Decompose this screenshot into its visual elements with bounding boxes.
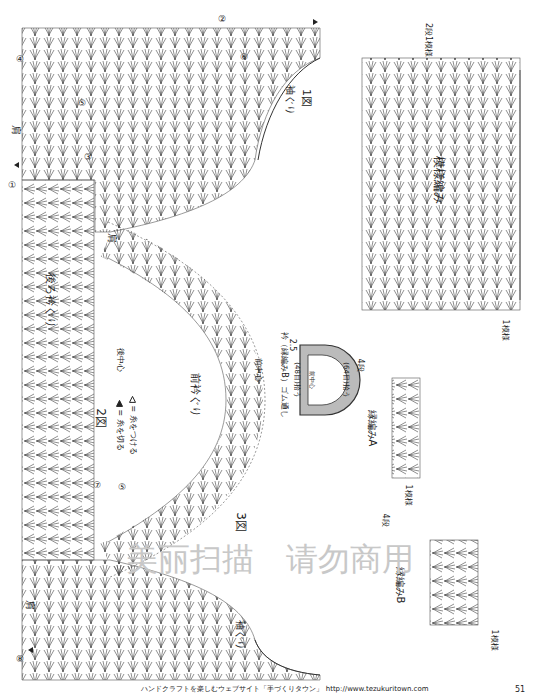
chart-label: 2図 bbox=[93, 408, 106, 428]
legend-text: = 糸をつける bbox=[128, 405, 139, 454]
chart-label: 1図 bbox=[300, 89, 312, 107]
chart-label: 袖ぐり bbox=[285, 85, 296, 115]
chart-label: 1模様 bbox=[490, 629, 499, 650]
chart-label: 2段1模様 bbox=[424, 23, 433, 57]
chart-label: 肩 bbox=[11, 125, 22, 135]
chart-label: 前衿ぐり bbox=[189, 373, 201, 417]
chart-label: 1模様 bbox=[404, 484, 413, 505]
chart-label: 縁編みA bbox=[367, 410, 378, 447]
chart-label: 3図 bbox=[233, 512, 246, 532]
legend-row: = 糸を切る bbox=[115, 399, 126, 450]
chart-label: 後中心 bbox=[116, 348, 125, 372]
footer-text: ハンドクラフトを楽しむウェブサイト「手づくりタウン」 http://www.te… bbox=[141, 686, 428, 694]
chart-label: ⑧ bbox=[16, 655, 24, 665]
chart-label: 袖ぐり bbox=[235, 620, 246, 650]
chart-label: ⑤ bbox=[118, 483, 126, 493]
watermark: 美丽扫描 请勿商用 bbox=[126, 542, 414, 577]
chart-label: 肩 bbox=[25, 600, 36, 610]
chart-label: 前中心 bbox=[254, 358, 263, 382]
chart-label: 模様編み bbox=[431, 156, 444, 204]
legend-text: = 糸を切る bbox=[115, 409, 126, 450]
chart-label: ⑦ bbox=[93, 481, 101, 491]
chart-label: 4段 bbox=[381, 513, 390, 526]
chart-label: 4段 bbox=[356, 358, 365, 371]
chart-label: 衿（縁編みB）ゴム通し bbox=[280, 332, 289, 418]
chart-label: ⑥ bbox=[240, 53, 248, 63]
chart-label: ③ bbox=[84, 153, 92, 163]
chart-label: ④ bbox=[16, 55, 24, 65]
chart-label: 後ろ衿ぐり bbox=[44, 273, 56, 328]
legend-symbol bbox=[116, 399, 124, 407]
chart-label: 1模様 bbox=[501, 319, 510, 340]
legend-row: = 糸をつける bbox=[128, 395, 139, 454]
chart-label: 2.5 bbox=[288, 339, 297, 352]
chart-label: ① bbox=[8, 181, 16, 191]
chart-label: ⑤ bbox=[78, 99, 86, 109]
chart-label: (48目)拾う bbox=[292, 362, 300, 397]
chart-label: (64目)拾う bbox=[341, 362, 349, 397]
legend-symbol bbox=[129, 395, 137, 403]
chart-label: ② bbox=[218, 15, 226, 25]
chart-label: 肩 bbox=[107, 233, 118, 243]
footer-text: 51 bbox=[515, 686, 525, 695]
chart-label: 前中心 bbox=[309, 371, 316, 389]
